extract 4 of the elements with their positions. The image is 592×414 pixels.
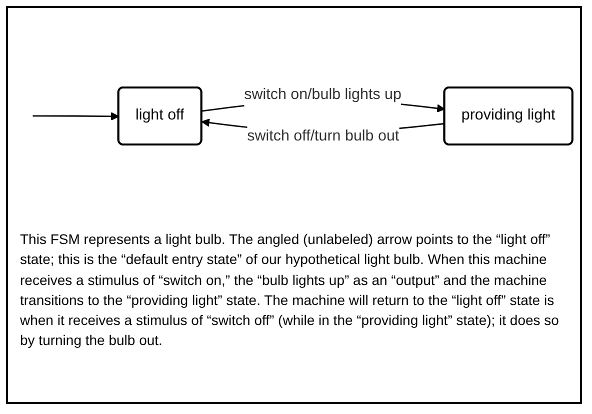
edge-label: switch off/turn bulb out [247, 128, 400, 144]
arrow [32, 112, 120, 120]
caption-text: This FSM represents a light bulb. The angled (unlabeled) arrow points to the “light off” state; this is the “default entry state” of our hypothetical light bulb. When this machine receives a stimulus of “switch on,” the “bulb lights up” as an “output” and the machine transitions to the “providing light” state. The machine will return to the “light off” state is when it receives a stimulus of “switch off” (while in the “providing light” state); it does so by turning the bulb out. [20, 230, 560, 350]
edge-label: switch on/bulb lights up [244, 86, 402, 102]
